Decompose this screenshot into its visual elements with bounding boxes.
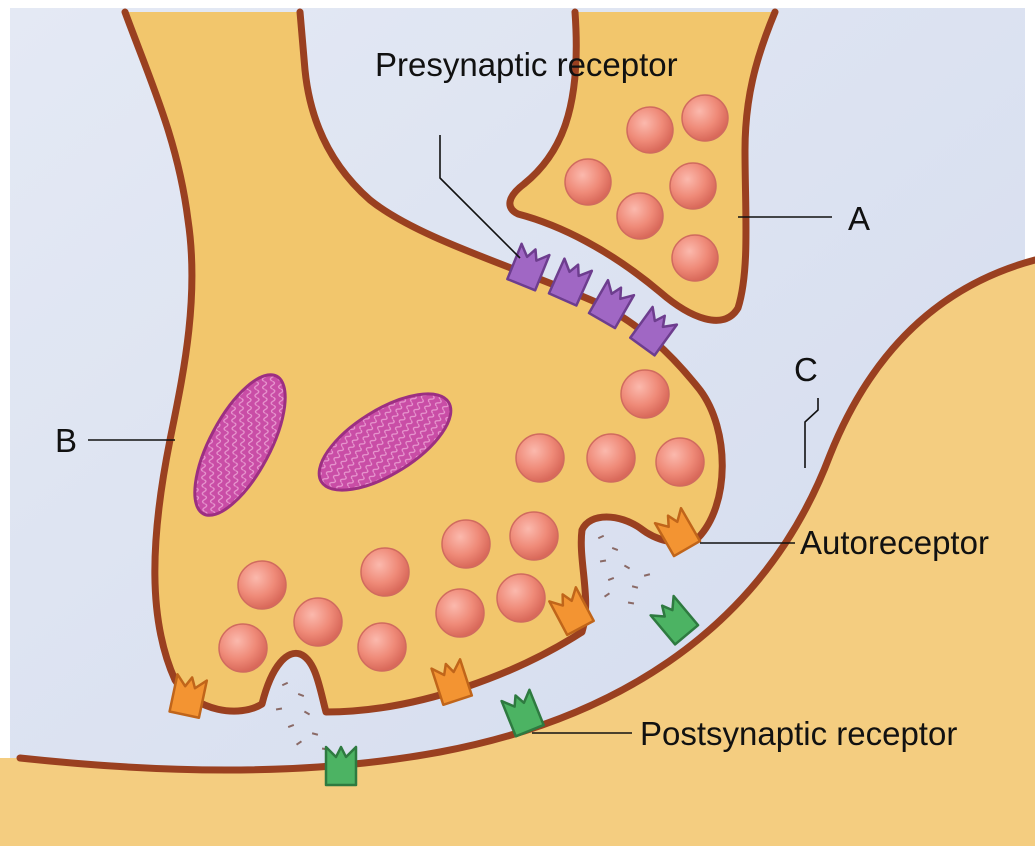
label-postsynaptic-receptor: Postsynaptic receptor xyxy=(640,715,957,752)
vesicle xyxy=(617,193,663,239)
label-c: C xyxy=(794,351,818,388)
vesicle xyxy=(238,561,286,609)
vesicle xyxy=(682,95,728,141)
vesicle xyxy=(672,235,718,281)
label-b: B xyxy=(55,422,77,459)
vesicle xyxy=(219,624,267,672)
vesicle xyxy=(442,520,490,568)
vesicle xyxy=(294,598,342,646)
vesicle xyxy=(510,512,558,560)
label-a: A xyxy=(848,200,870,237)
vesicle xyxy=(656,438,704,486)
vesicle xyxy=(621,370,669,418)
vesicle xyxy=(358,623,406,671)
vesicle xyxy=(627,107,673,153)
vesicle xyxy=(516,434,564,482)
postsynaptic-receptor xyxy=(326,747,356,785)
vesicle xyxy=(436,589,484,637)
label-autoreceptor: Autoreceptor xyxy=(800,524,989,561)
label-presynaptic-receptor: Presynaptic receptor xyxy=(375,46,678,83)
vesicle xyxy=(565,159,611,205)
vesicle xyxy=(670,163,716,209)
vesicle xyxy=(361,548,409,596)
vesicle xyxy=(587,434,635,482)
vesicle xyxy=(497,574,545,622)
